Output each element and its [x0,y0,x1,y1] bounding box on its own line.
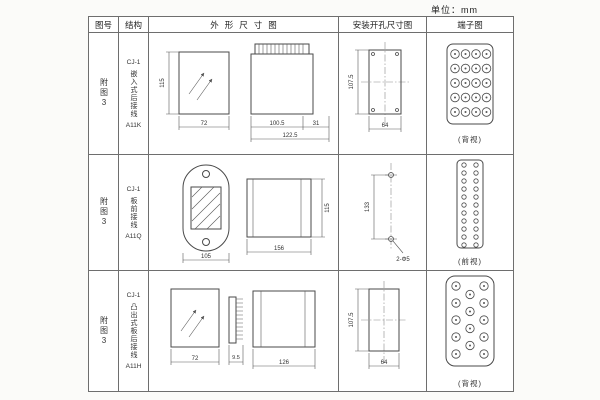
dim-pin-depth: 31 [312,121,319,127]
terminal-grid [450,49,492,117]
structure-cell-row2: CJ-1 板前接线 A11Q [119,155,149,271]
terminal-cell-row3: (背视) [427,271,513,391]
outline-cell-row3: 72 9.5 126 [149,271,339,391]
mounting-cell-row1: 107.5 64 [339,33,427,155]
terminal-screws [455,284,485,355]
front-view [178,51,229,114]
outline-drawing-a11q: 105 156 115 [182,164,331,263]
panel-cutout [368,49,401,114]
code-label: A11K [125,121,142,129]
model-label: CJ-1 [126,292,141,299]
front-dimension-lines [170,349,219,365]
front-dimension-lines [165,51,229,130]
front-dimension-lines [182,252,229,263]
header-outline-column: 外形尺寸图 [149,17,339,33]
mounting-cell-row2: 133 2-Φ5 [339,155,427,271]
hole-spec-label: 2-Φ5 [396,257,410,263]
dim-front-height: 115 [160,77,166,87]
dim-cutout-height: 107.5 [349,73,355,89]
terminal-drawing-a11k [446,43,494,125]
dim-front-width: 105 [200,254,211,260]
side-view [246,178,311,237]
side-dimension-lines [246,178,325,255]
code-label: A11Q [125,232,142,240]
front-view [182,164,229,251]
terminal-drawing-a11h [445,275,495,366]
mounting-cell-row3: 107.5 64 [339,271,427,391]
outline-drawing-a11h: 72 9.5 126 [170,288,315,369]
outline-cell-row2: 105 156 115 [149,155,339,271]
model-label: CJ-1 [126,58,141,66]
dim-body-depth: 100.5 [269,121,285,127]
dim-pin-pitch: 9.5 [232,355,240,361]
fig-no-label: 附图3 [99,315,109,347]
code-label: A11H [125,363,142,370]
dim-side-length: 156 [273,246,284,252]
dim-hole-spacing: 133 [365,201,371,212]
mounting-drawing-a11k: 107.5 64 [349,41,409,132]
cutout-dimension-lines [354,288,399,369]
header-structure-column: 结构 [119,17,149,33]
terminal-grid [461,162,479,248]
hole-dimension-lines [370,174,403,253]
terminal-cell-row2: (前视) [427,155,513,271]
mounting-drawing-a11h: 107.5 64 [349,281,407,369]
cutout-dimension-lines [354,49,401,132]
pin-dimension-lines [228,345,243,365]
fig-no-label: 附图3 [99,197,109,228]
dim-front-width: 72 [200,121,207,127]
header-mounting-column: 安装开孔尺寸图 [339,17,427,33]
structure-cell-row1: CJ-1 嵌入式后接线 A11K [119,33,149,155]
dim-side-length: 126 [278,360,289,366]
model-label: CJ-1 [126,185,141,193]
fig-no-label: 附图3 [99,78,109,109]
terminal-cell-row1: (背视) [427,33,513,155]
side-view [252,290,315,348]
terminal-grid [451,280,489,359]
mounting-holes [370,51,399,112]
unit-label: 单位：mm [431,5,478,15]
terminal-view-label: (背视) [458,135,482,144]
structure-label: 嵌入式后接线 [130,69,137,118]
front-view [170,288,219,348]
side-view [250,43,313,114]
panel-cutout [368,288,399,352]
header-terminal-column: 端子图 [427,17,513,33]
structure-label: 板前接线 [130,196,137,229]
terminal-drawing-a11q [456,159,484,249]
structure-label: 凸出式板后接线 [130,303,137,359]
dim-cutout-width: 64 [381,123,388,129]
side-dimension-lines [250,115,329,142]
dim-cutout-height: 107.5 [349,312,355,328]
outline-cell-row1: 115 72 100.5 31 122.5 [149,33,339,155]
pin-comb [228,296,243,344]
structure-cell-row3: CJ-1 凸出式板后接线 A11H [119,271,149,391]
dim-front-width: 72 [191,356,198,362]
dim-total-depth: 122.5 [282,133,298,139]
fig-no-cell-row2: 附图3 [89,155,119,271]
fig-no-cell-row3: 附图3 [89,271,119,391]
fig-no-cell-row1: 附图3 [89,33,119,155]
dim-cutout-width: 64 [380,360,387,366]
outline-drawing-a11k: 115 72 100.5 31 122.5 [160,43,329,142]
header-fig-column: 图号 [89,17,119,33]
dim-side-height: 115 [325,202,331,212]
spec-table: 图号 结构 外形尺寸图 安装开孔尺寸图 端子图 附图3 CJ-1 嵌入式后接线 … [88,16,514,392]
side-dimension-lines [252,349,315,369]
terminal-view-label: (前视) [458,257,482,266]
terminal-view-label: (背视) [458,378,482,388]
mounting-drawing-a11q: 133 2-Φ5 [365,162,410,263]
centerlines [360,41,409,124]
terminal-screws [454,53,488,113]
